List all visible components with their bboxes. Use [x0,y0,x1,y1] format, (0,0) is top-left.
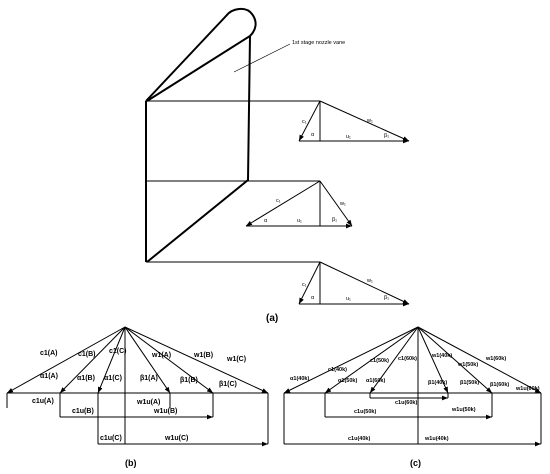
vector-label: c1u(B) [72,408,94,415]
vector-label: α1(C) [104,375,122,382]
vector-line [59,326,126,394]
vector-label: β₁ [332,217,337,223]
vector-label: c1(40k) [328,367,347,373]
vector-label: α [311,132,315,138]
callout-leader [233,43,291,73]
vector-label: w1u(B) [153,408,177,415]
vector-label: c₁ [302,119,307,125]
vector-label: w1u(60k) [515,386,540,392]
panel-c-caption: (c) [410,458,421,468]
vector-label: w1u(40k) [424,436,449,442]
panel-b-caption: (b) [125,458,137,468]
panel-a: 1st stage nozzle vane c₁ w₁ u₁ α β₁ c₁ w… [145,8,410,324]
vector-label: α [311,295,315,301]
vector-line [319,100,410,142]
nozzle-vane [145,8,257,102]
vector-label: w1(B) [193,352,213,359]
vector-line [283,326,419,394]
vector-line [298,261,321,305]
triangle-2: c₁ w₁ u₁ α β₁ [245,180,353,229]
vector-label: α [264,218,268,224]
vector-label: w1u(C) [164,435,188,442]
vector-label: c₁ [302,282,307,288]
vector-label: c1(50k) [370,358,389,364]
vector-line [245,180,321,227]
vector-label: β1(B) [180,377,198,384]
vector-label: α1(40k) [290,376,309,382]
panel-a-caption: (a) [266,313,278,324]
vector-label: β1(A) [140,375,158,382]
vector-line [124,326,171,394]
vector-label: α1(B) [77,375,95,382]
vector-label: w1u(A) [136,399,160,406]
vector-label: w1(60k) [485,356,506,362]
vector-label: w₁ [339,201,346,207]
vector-line [124,326,269,394]
vector-line [417,326,449,394]
vector-label: u₁ [346,296,351,302]
vector-line [319,180,353,227]
vector-line [417,326,542,394]
vector-line [124,326,214,394]
vector-label: c₁ [276,198,281,204]
vane-blade-edge [146,35,251,263]
vector-label: w1(40k) [431,353,452,359]
vector-label: α1(60k) [366,378,385,384]
panel-c: c1(40k) c1(50k) c1(60k) w1(40k) w1(50k) … [283,326,542,468]
vector-label: c1(C) [109,348,127,355]
vector-label: w1(50k) [457,362,478,368]
vector-label: c1u(C) [100,435,122,442]
vector-label: c1(B) [78,351,96,358]
vector-label: β1(60k) [490,382,509,388]
vector-label: β₁ [384,295,389,301]
vector-label: w₁ [366,278,373,284]
vector-label: w1(A) [151,352,171,359]
vector-label: α1(50k) [338,378,357,384]
vector-label: c1u(40k) [348,436,370,442]
vector-line [417,326,493,394]
vector-label: c1u(50k) [354,409,376,415]
panel-b: c1(A) c1(B) c1(C) w1(A) w1(B) w1(C) α1(A… [6,326,269,468]
vector-label: c1u(60k) [395,400,417,406]
vector-line [298,100,321,142]
triangle-3: c₁ w₁ u₁ α β₁ [298,261,410,307]
vector-label: β1(C) [219,381,237,388]
vector-label: w1u(50k) [451,407,476,413]
vector-line [97,326,126,394]
vector-label: u₁ [297,218,302,224]
vector-label: c1(60k) [398,356,417,362]
vector-line [324,326,419,394]
vector-line [319,261,410,305]
vector-label: w₁ [366,118,373,124]
vector-line [369,326,419,394]
triangle-1: c₁ w₁ u₁ α β₁ [298,100,410,144]
vector-label: β₁ [384,133,389,139]
vector-label: β1(40k) [428,380,447,386]
vector-label: u₁ [346,134,351,140]
callout-label: 1st stage nozzle vane [292,40,345,46]
vector-label: β1(50k) [460,380,479,386]
vector-label: w1(C) [226,356,246,363]
vector-label: c1(A) [40,350,58,357]
vector-label: α1(A) [40,373,58,380]
vector-line [6,326,126,394]
vector-label: c1u(A) [32,398,54,405]
